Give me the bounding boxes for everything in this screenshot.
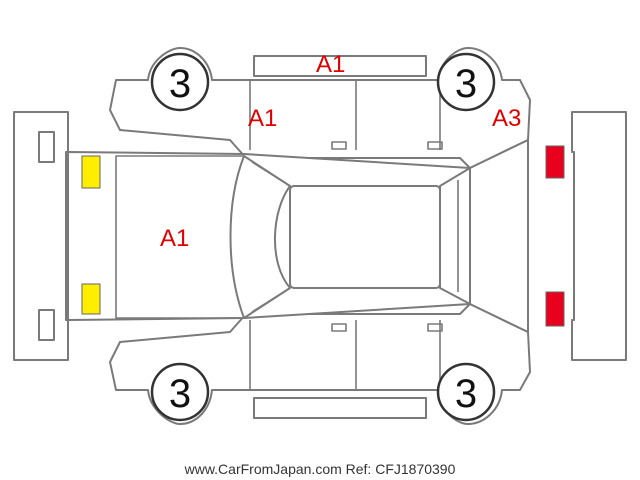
damage-code-upper-side: A1 bbox=[248, 105, 277, 132]
damage-code-hood: A1 bbox=[160, 225, 189, 252]
watermark-text: www.CarFromJapan.com Ref: CFJ1870390 bbox=[184, 461, 456, 477]
rear-bumper bbox=[571, 111, 627, 361]
damage-code-rear-quarter: A3 bbox=[492, 105, 521, 132]
front-lamp-bottom bbox=[81, 283, 101, 315]
wheel-front-left: 3 bbox=[150, 52, 210, 112]
car-top-view bbox=[67, 139, 529, 333]
rear-lamp-bottom bbox=[545, 291, 565, 327]
roof-bottom-strip bbox=[253, 397, 427, 419]
wheel-front-right-label: 3 bbox=[169, 372, 191, 416]
front-lamp-top bbox=[81, 155, 101, 189]
rear-lamp-top bbox=[545, 145, 565, 179]
front-bumper bbox=[13, 111, 69, 361]
wheel-rear-left-label: 3 bbox=[455, 62, 477, 106]
damage-code-roof-edge: A1 bbox=[316, 51, 345, 78]
wheel-rear-right-label: 3 bbox=[455, 372, 477, 416]
wheel-rear-right: 3 bbox=[436, 362, 496, 422]
roof-top-strip bbox=[253, 55, 427, 77]
wheel-front-right: 3 bbox=[150, 362, 210, 422]
wheel-front-left-label: 3 bbox=[169, 62, 191, 106]
wheel-rear-left: 3 bbox=[436, 52, 496, 112]
